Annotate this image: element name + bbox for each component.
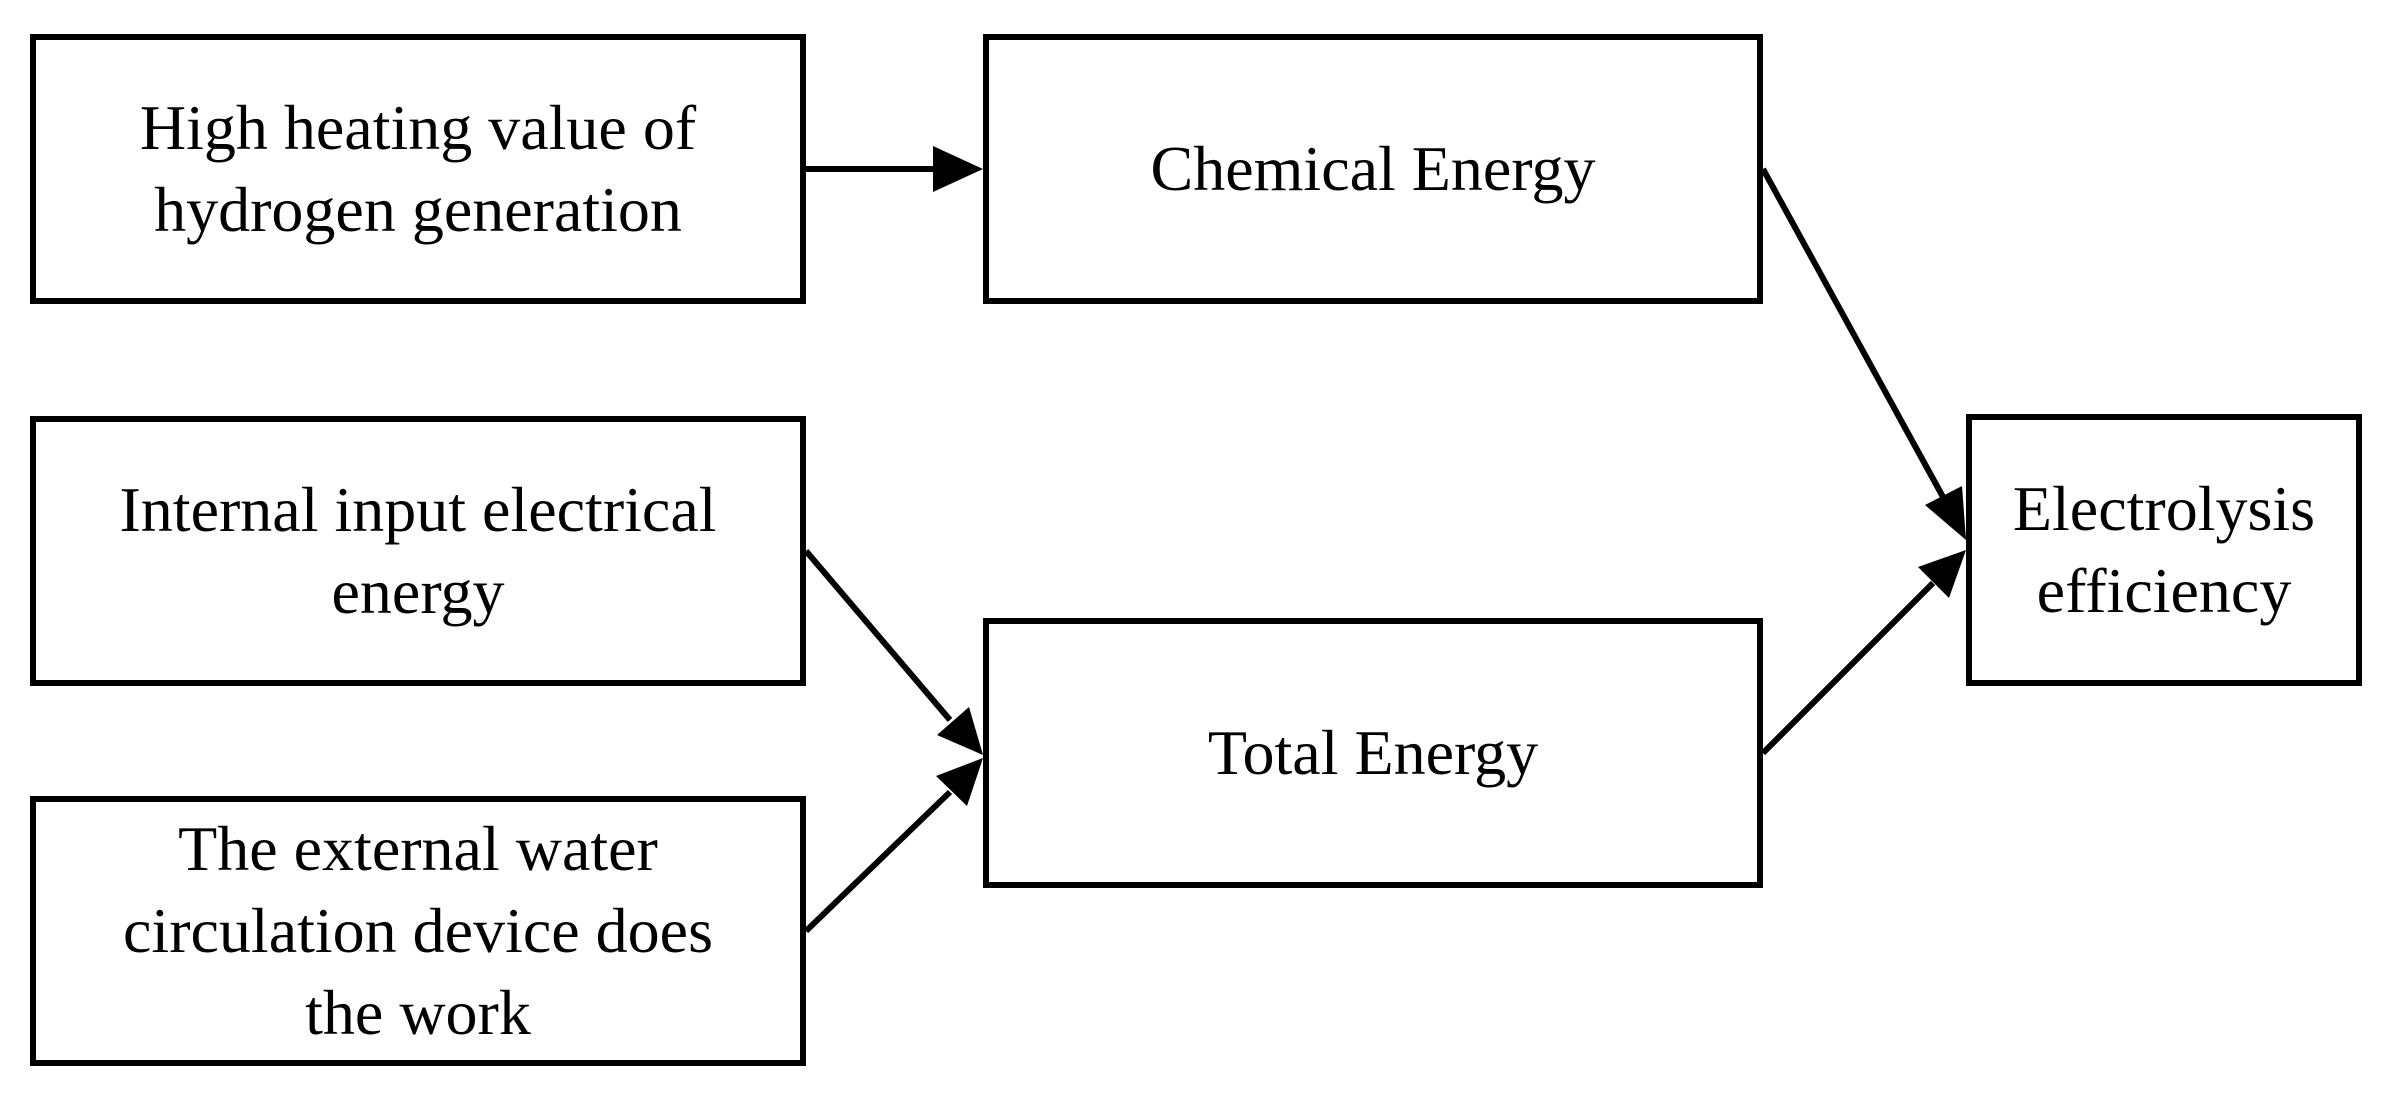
node-total-energy: Total Energy [983, 618, 1763, 888]
node-external-water-circulation: The external water circulation device do… [30, 796, 806, 1066]
node-chemical-energy: Chemical Energy [983, 34, 1763, 304]
node-internal-input-electrical-energy: Internal input electrical energy [30, 416, 806, 686]
node-label: Electrolysis efficiency [2012, 473, 2316, 626]
node-label: Internal input electrical energy [119, 474, 717, 627]
arrow-internal-to-total [803, 549, 983, 755]
node-label: Total Energy [1207, 717, 1539, 788]
node-electrolysis-efficiency: Electrolysis efficiency [1966, 414, 2362, 686]
node-high-heating-value: High heating value of hydrogen generatio… [30, 34, 806, 304]
node-label: High heating value of hydrogen generatio… [139, 92, 697, 245]
arrow-hhv-to-chemical [806, 146, 983, 192]
node-label: The external water circulation device do… [123, 813, 713, 1048]
arrow-chemical-to-efficiency [1760, 167, 1966, 540]
node-label: Chemical Energy [1150, 133, 1596, 204]
arrow-total-to-efficiency [1760, 550, 1966, 756]
arrow-external-to-total [803, 758, 983, 934]
